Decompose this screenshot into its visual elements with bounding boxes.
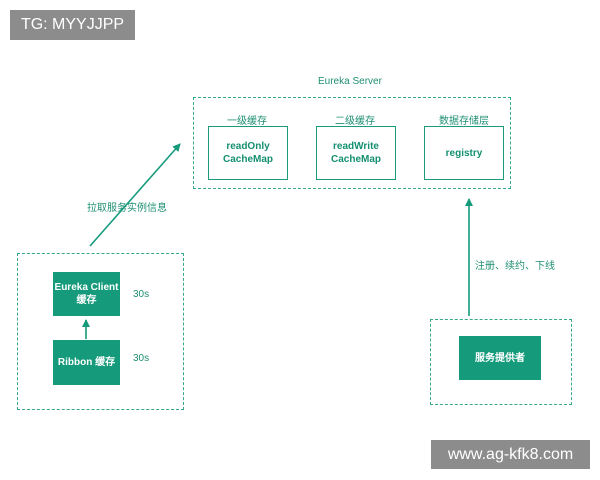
level2-cache-label: 二级缓存 (335, 116, 375, 127)
readonly-cachemap-box: readOnly CacheMap (208, 126, 288, 180)
service-provider-group (430, 319, 572, 405)
watermark-top: TG: MYYJJPP (10, 10, 135, 40)
service-consumer-group (17, 253, 184, 410)
pull-arrow (89, 143, 181, 247)
eureka-client-cache-box: Eureka Client 缓存 (53, 272, 120, 316)
eureka-client-interval: 30s (133, 289, 150, 300)
readwrite-cachemap-box: readWrite CacheMap (316, 126, 396, 180)
pull-instances-label: 拉取服务实例信息 (87, 203, 167, 214)
level1-cache-label: 一级缓存 (227, 116, 267, 127)
registry-box: registry (424, 126, 504, 180)
register-renew-cancel-label: 注册、续约、下线 (475, 261, 555, 272)
watermark-bottom: www.ag-kfk8.com (431, 440, 590, 469)
ribbon-cache-box: Ribbon 缓存 (53, 340, 120, 385)
ribbon-interval: 30s (133, 353, 150, 364)
storage-layer-label: 数据存储层 (439, 116, 489, 127)
eureka-server-title: Eureka Server (318, 76, 382, 87)
service-provider-box: 服务提供者 (459, 336, 541, 380)
eureka-server-group (193, 97, 511, 189)
